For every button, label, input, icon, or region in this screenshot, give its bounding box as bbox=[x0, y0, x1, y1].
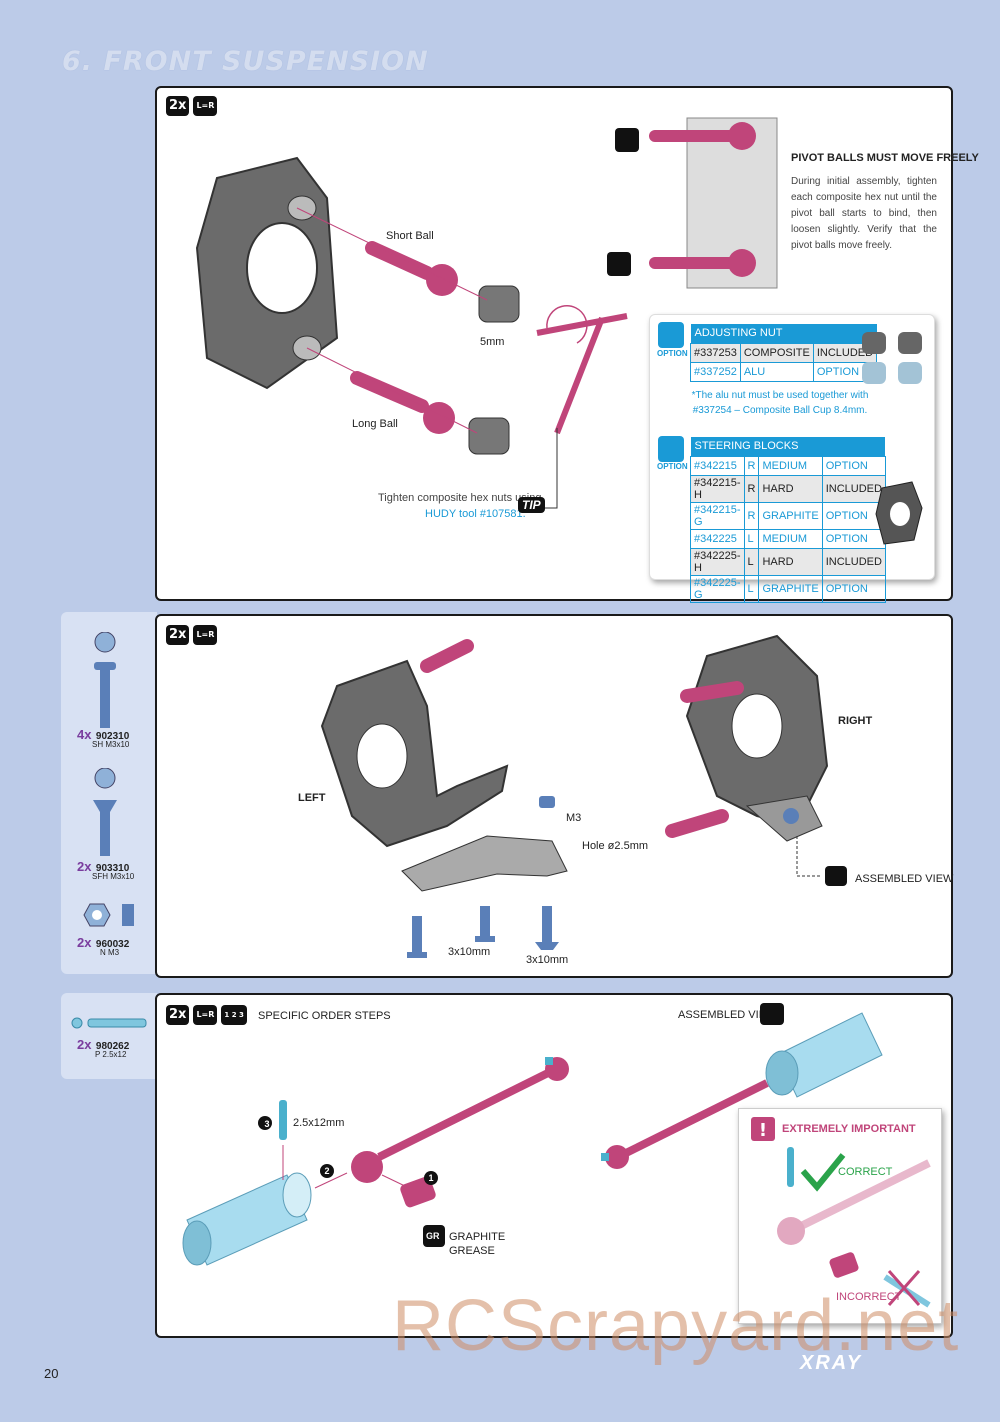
tip-text-line1: Tighten composite hex nuts using bbox=[378, 492, 542, 504]
svg-text:!: ! bbox=[759, 1120, 767, 1141]
hex-nut-top bbox=[478, 285, 520, 323]
step-number-2: 2 bbox=[324, 1166, 330, 1176]
page-title: 6. FRONT SUSPENSION bbox=[62, 46, 429, 77]
t-wrench-drawing bbox=[536, 305, 628, 435]
check-icon bbox=[800, 1153, 846, 1192]
qty-badge: 2x bbox=[166, 96, 190, 116]
nut-thumbnails bbox=[862, 332, 922, 384]
nut-m3-icon bbox=[83, 903, 134, 927]
part-903310-desc: SFH M3x10 bbox=[92, 872, 135, 881]
thumbs-up-icon bbox=[658, 436, 684, 462]
lr-badge: L=R bbox=[193, 96, 218, 116]
assembled-drawing bbox=[601, 1012, 883, 1169]
assembled-view-label: ASSEMBLED VIEW bbox=[855, 873, 954, 885]
pivot-detail-drawing bbox=[607, 117, 778, 289]
step2-badges: 2x L=R bbox=[166, 625, 218, 645]
screw-size-label-1: 3x10mm bbox=[448, 946, 491, 958]
part-902310-desc: SH M3x10 bbox=[92, 740, 130, 749]
screws-drawing bbox=[407, 796, 559, 958]
short-ball-drawing bbox=[365, 241, 458, 296]
warning-icon bbox=[751, 1117, 775, 1141]
option-label: OPTION bbox=[657, 349, 688, 358]
cross-icon bbox=[887, 1270, 921, 1306]
important-box bbox=[738, 1108, 942, 1324]
step2-panel bbox=[155, 614, 953, 978]
step-number-1: 1 bbox=[428, 1173, 434, 1183]
long-ball-label: Long Ball bbox=[352, 418, 398, 430]
hex-nut-bottom bbox=[468, 417, 510, 455]
gr-icon: GR bbox=[426, 1231, 440, 1241]
option-label: OPTION bbox=[657, 462, 688, 471]
right-label: RIGHT bbox=[838, 715, 873, 727]
step1-badges: 2x L=R bbox=[166, 96, 218, 116]
pin-drawing bbox=[279, 1100, 287, 1140]
step-number-3: 3 bbox=[264, 1119, 270, 1129]
adjusting-nut-header: ADJUSTING NUT bbox=[690, 324, 877, 343]
thumbs-up-icon bbox=[658, 322, 684, 348]
pin-icon bbox=[71, 1017, 147, 1029]
part-960032: 2x 960032 bbox=[77, 935, 130, 950]
screw-sh-icon bbox=[94, 632, 116, 728]
tip-badge: TIP bbox=[518, 496, 545, 514]
part-903310: 2x 903310 bbox=[77, 859, 130, 874]
step3-illustration bbox=[182, 1003, 883, 1266]
grease-label: GREASE bbox=[449, 1245, 495, 1257]
step1-illustration bbox=[195, 117, 778, 509]
page-number: 20 bbox=[44, 1366, 59, 1381]
watermark: RCScrapyard.net bbox=[392, 1286, 960, 1366]
dogbone-drawing bbox=[351, 1057, 569, 1183]
steering-blocks-header: STEERING BLOCKS bbox=[690, 437, 886, 456]
step2-illustration bbox=[320, 634, 847, 958]
part-980262: 2x 980262 bbox=[77, 1037, 130, 1052]
pivot-note-text: During initial assembly, tighten each co… bbox=[791, 176, 937, 251]
part-902310: 4x 902310 bbox=[77, 727, 130, 742]
left-knuckle-drawing bbox=[320, 639, 509, 848]
graphite-label: GRAPHITE bbox=[449, 1231, 506, 1243]
important-illustration: ! bbox=[751, 1117, 931, 1308]
screw-sfh-icon bbox=[93, 768, 117, 856]
specific-order-label: SPECIFIC ORDER STEPS bbox=[258, 1010, 391, 1022]
pivot-note-title: PIVOT BALLS MUST MOVE FREELY bbox=[791, 152, 979, 164]
short-ball-label: Short Ball bbox=[386, 230, 434, 242]
lr-badge: L=R bbox=[193, 625, 218, 645]
part-960032-desc: N M3 bbox=[100, 948, 120, 957]
steering-plate-drawing bbox=[401, 835, 568, 892]
incorrect-label: INCORRECT bbox=[836, 1291, 902, 1303]
left-label: LEFT bbox=[298, 792, 326, 804]
qty-badge: 2x bbox=[166, 625, 190, 645]
lr-badge: L=R bbox=[193, 1005, 218, 1025]
wrench-size-label: 5mm bbox=[480, 336, 505, 348]
m3-label: M3 bbox=[566, 812, 582, 824]
qty-badge: 2x bbox=[166, 1005, 190, 1025]
steering-block-drawing bbox=[195, 156, 339, 390]
step3-parts-sidebar bbox=[61, 993, 157, 1079]
assembled-view-label: ASSEMBLED VIEW bbox=[678, 1009, 777, 1021]
steering-block-thumbnail bbox=[875, 481, 923, 545]
brand-logo: XRAY bbox=[800, 1352, 863, 1374]
screw-size-label-2: 3x10mm bbox=[526, 954, 569, 966]
drive-cup-drawing bbox=[182, 1172, 312, 1266]
correct-label: CORRECT bbox=[838, 1166, 893, 1178]
important-label: EXTREMELY IMPORTANT bbox=[782, 1123, 916, 1135]
hole-label: Hole ø2.5mm bbox=[582, 840, 649, 852]
pin-size-label: 2.5x12mm bbox=[293, 1117, 345, 1129]
right-knuckle-drawing bbox=[665, 634, 829, 842]
alu-note-line2: #337254 – Composite Ball Cup 8.4mm. bbox=[692, 405, 868, 416]
step3-badges: 2x L=R 1 2 3 bbox=[166, 1005, 247, 1025]
tip-text-line2: HUDY tool #107581. bbox=[425, 508, 526, 520]
order-badge: 1 2 3 bbox=[221, 1005, 247, 1025]
coupling-drawing bbox=[400, 1176, 436, 1208]
alu-note-line1: *The alu nut must be used together with bbox=[691, 390, 869, 401]
part-980262-desc: P 2.5x12 bbox=[95, 1050, 127, 1059]
